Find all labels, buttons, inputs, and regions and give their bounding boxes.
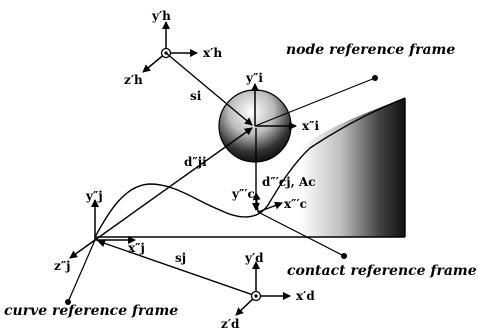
label-yj: y″j	[85, 189, 103, 203]
label-xc: x″′c	[284, 197, 307, 211]
label-yd: y′d	[244, 251, 264, 265]
vector-si	[165, 52, 253, 126]
curve-reference-frame-label: curve reference frame	[4, 303, 178, 319]
label-si: si	[190, 89, 202, 103]
label-xi: x″i	[302, 119, 320, 133]
label-yc: y″′c	[231, 187, 255, 201]
label-dij: d″ji	[184, 155, 207, 169]
contact-reference-frame-label: contact reference frame	[287, 263, 477, 279]
vector-dij	[94, 127, 253, 241]
label-dcj: d″′cj, Ac	[262, 175, 316, 189]
curve-profile	[94, 97, 406, 238]
frame-node	[251, 75, 378, 130]
node-reference-frame-label: node reference frame	[286, 42, 455, 58]
shaded-surface	[300, 98, 405, 237]
label-xh: x′h	[203, 46, 222, 60]
label-sj: sj	[175, 251, 186, 265]
frame-d	[235, 261, 291, 316]
label-yh: y′h	[151, 9, 171, 23]
frame-contact	[252, 192, 347, 259]
label-xj: x″j	[128, 241, 145, 255]
vector-sj	[97, 239, 257, 297]
label-xd: x′d	[296, 289, 315, 303]
label-yi: y″i	[245, 71, 263, 85]
label-zh: z′h	[124, 73, 143, 87]
frame-h	[142, 21, 198, 73]
label-zj: z″j	[54, 259, 71, 273]
frame-j	[65, 199, 136, 305]
label-zd: z′d	[221, 317, 240, 331]
